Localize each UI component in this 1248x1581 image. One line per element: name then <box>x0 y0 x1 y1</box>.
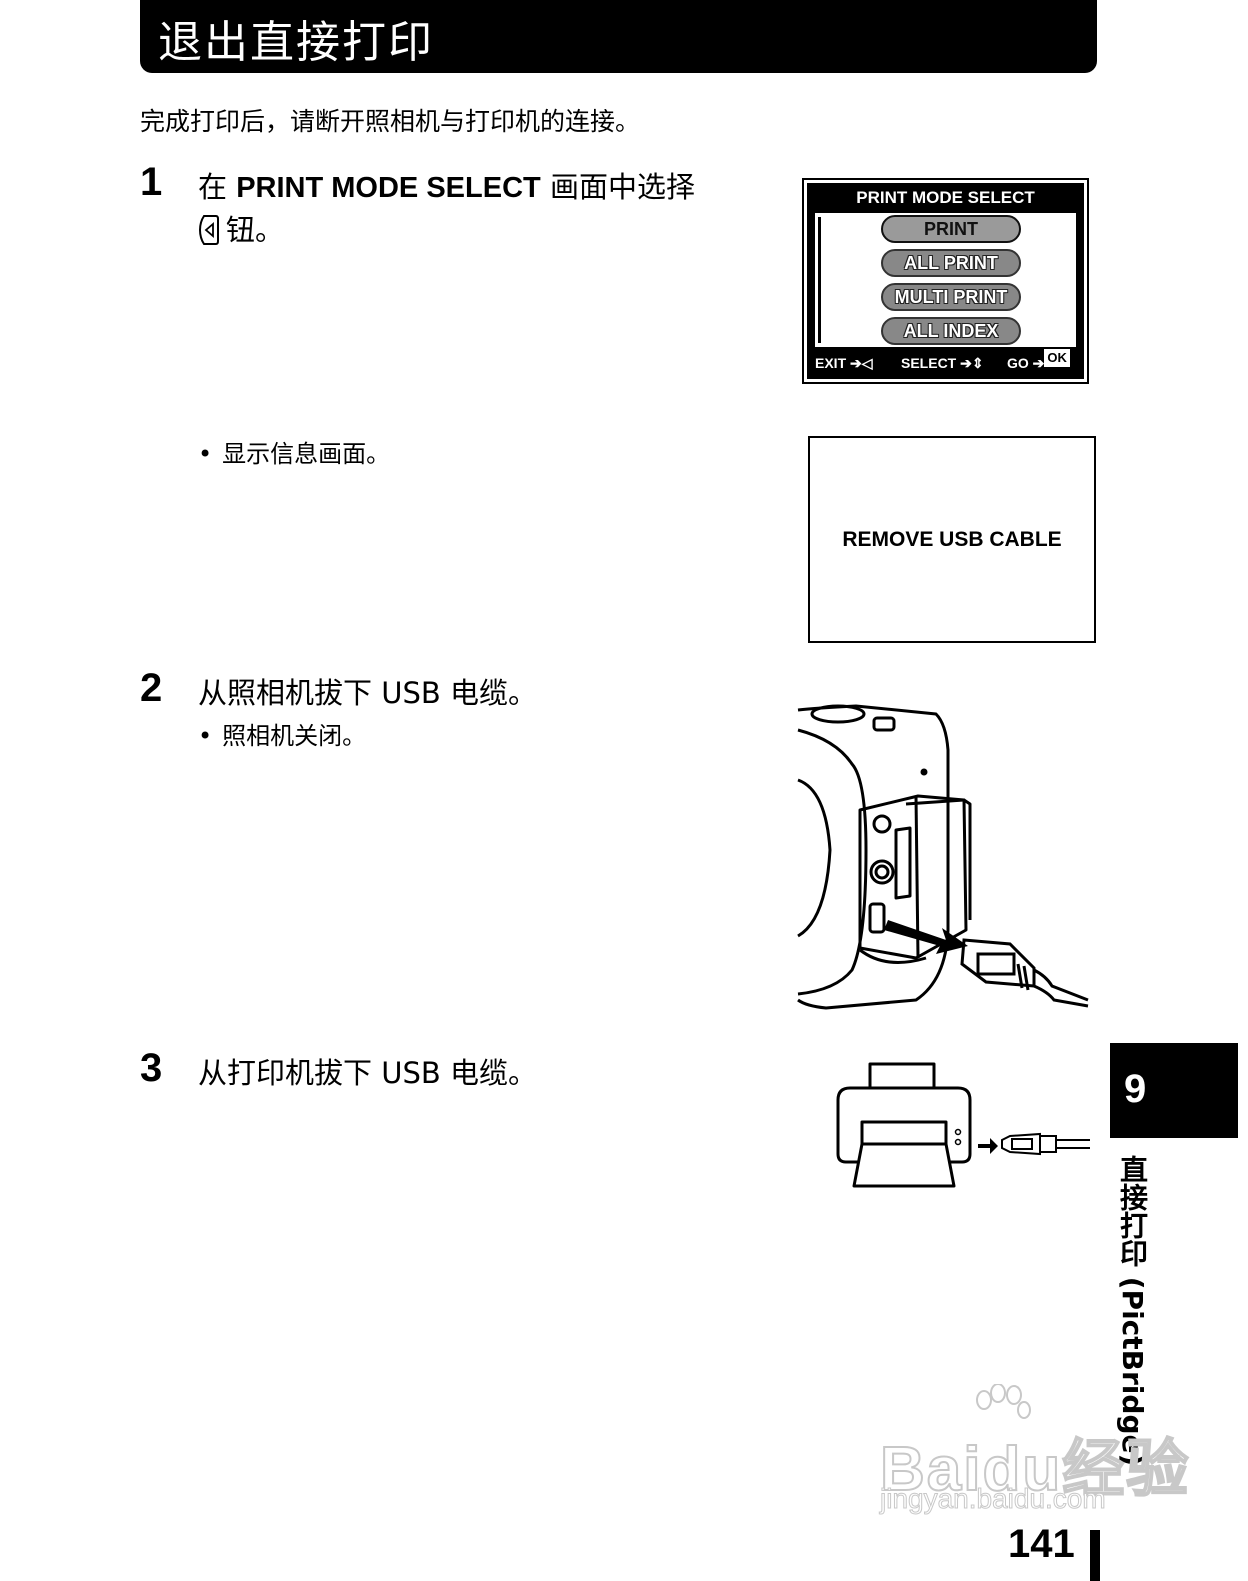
option-print[interactable]: PRINT <box>881 215 1021 243</box>
ok-button-icon: OK <box>1044 349 1070 367</box>
footer-select-label: SELECT <box>901 355 957 371</box>
footer-select: SELECT ➔⇕ <box>901 355 984 371</box>
step-2-text: 从照相机拔下 USB 电缆。 <box>198 676 537 710</box>
option-all-print[interactable]: ALL PRINT <box>881 249 1021 277</box>
footer-exit: EXIT ➔◁ <box>815 355 873 371</box>
paw-logo-icon <box>976 1384 1031 1419</box>
chapter-tab: 9 <box>1110 1043 1238 1138</box>
left-arrow-button-icon <box>198 214 220 257</box>
lcd-frame: PRINT MODE SELECT PRINT ALL PRINT MULTI … <box>807 183 1084 379</box>
step-2-bullet: •照相机关闭。 <box>198 722 367 750</box>
step-1-bullet: •显示信息画面。 <box>198 440 391 468</box>
footer-exit-label: EXIT <box>815 355 847 371</box>
page-title: 退出直接打印 <box>158 17 434 68</box>
printer-usb-illustration <box>836 1062 1090 1188</box>
lcd-menu: PRINT ALL PRINT MULTI PRINT ALL INDEX <box>813 211 1078 349</box>
option-all-index[interactable]: ALL INDEX <box>881 317 1021 345</box>
lcd-title: PRINT MODE SELECT <box>856 188 1035 207</box>
lcd-footer: EXIT ➔◁ SELECT ➔⇕ GO ➔OK <box>809 349 1082 377</box>
step-2-bullet-text: 照相机关闭。 <box>222 722 367 750</box>
print-mode-select-screen: PRINT MODE SELECT PRINT ALL PRINT MULTI … <box>802 178 1089 384</box>
step-1-pre: 在 <box>198 170 237 204</box>
page-number-bar <box>1090 1530 1100 1581</box>
step-1-text: 在 PRINT MODE SELECT 画面中选择 钮。 <box>198 166 695 257</box>
step-1-number: 1 <box>140 160 163 204</box>
step-1-bullet-text: 显示信息画面。 <box>222 440 391 468</box>
chapter-number: 9 <box>1124 1067 1147 1111</box>
step-1-line2: 钮。 <box>226 213 285 247</box>
step-2-number: 2 <box>140 666 163 710</box>
step-1-bold: PRINT MODE SELECT <box>236 172 541 204</box>
remove-usb-screen: REMOVE USB CABLE <box>808 436 1096 643</box>
watermark-brand: Baidu经验 <box>879 1434 1191 1505</box>
footer-go: GO ➔OK <box>1007 349 1070 377</box>
footer-go-label: GO <box>1007 355 1029 371</box>
remove-usb-message: REMOVE USB CABLE <box>842 528 1062 551</box>
watermark-url: jingyan.baidu.com <box>880 1483 1107 1515</box>
chapter-label: 直接打印 (PictBridge) <box>1116 1155 1149 1467</box>
page-title-bar: 退出直接打印 <box>140 0 1097 73</box>
option-multi-print[interactable]: MULTI PRINT <box>881 283 1021 311</box>
step-3-text: 从打印机拔下 USB 电缆。 <box>198 1056 537 1090</box>
intro-text: 完成打印后，请断开照相机与打印机的连接。 <box>140 107 641 136</box>
scrollbar <box>818 217 825 343</box>
step-3-number: 3 <box>140 1046 163 1090</box>
step-1-post: 画面中选择 <box>540 170 695 204</box>
page-number: 141 <box>1008 1522 1075 1566</box>
camera-usb-illustration <box>797 704 1089 1010</box>
